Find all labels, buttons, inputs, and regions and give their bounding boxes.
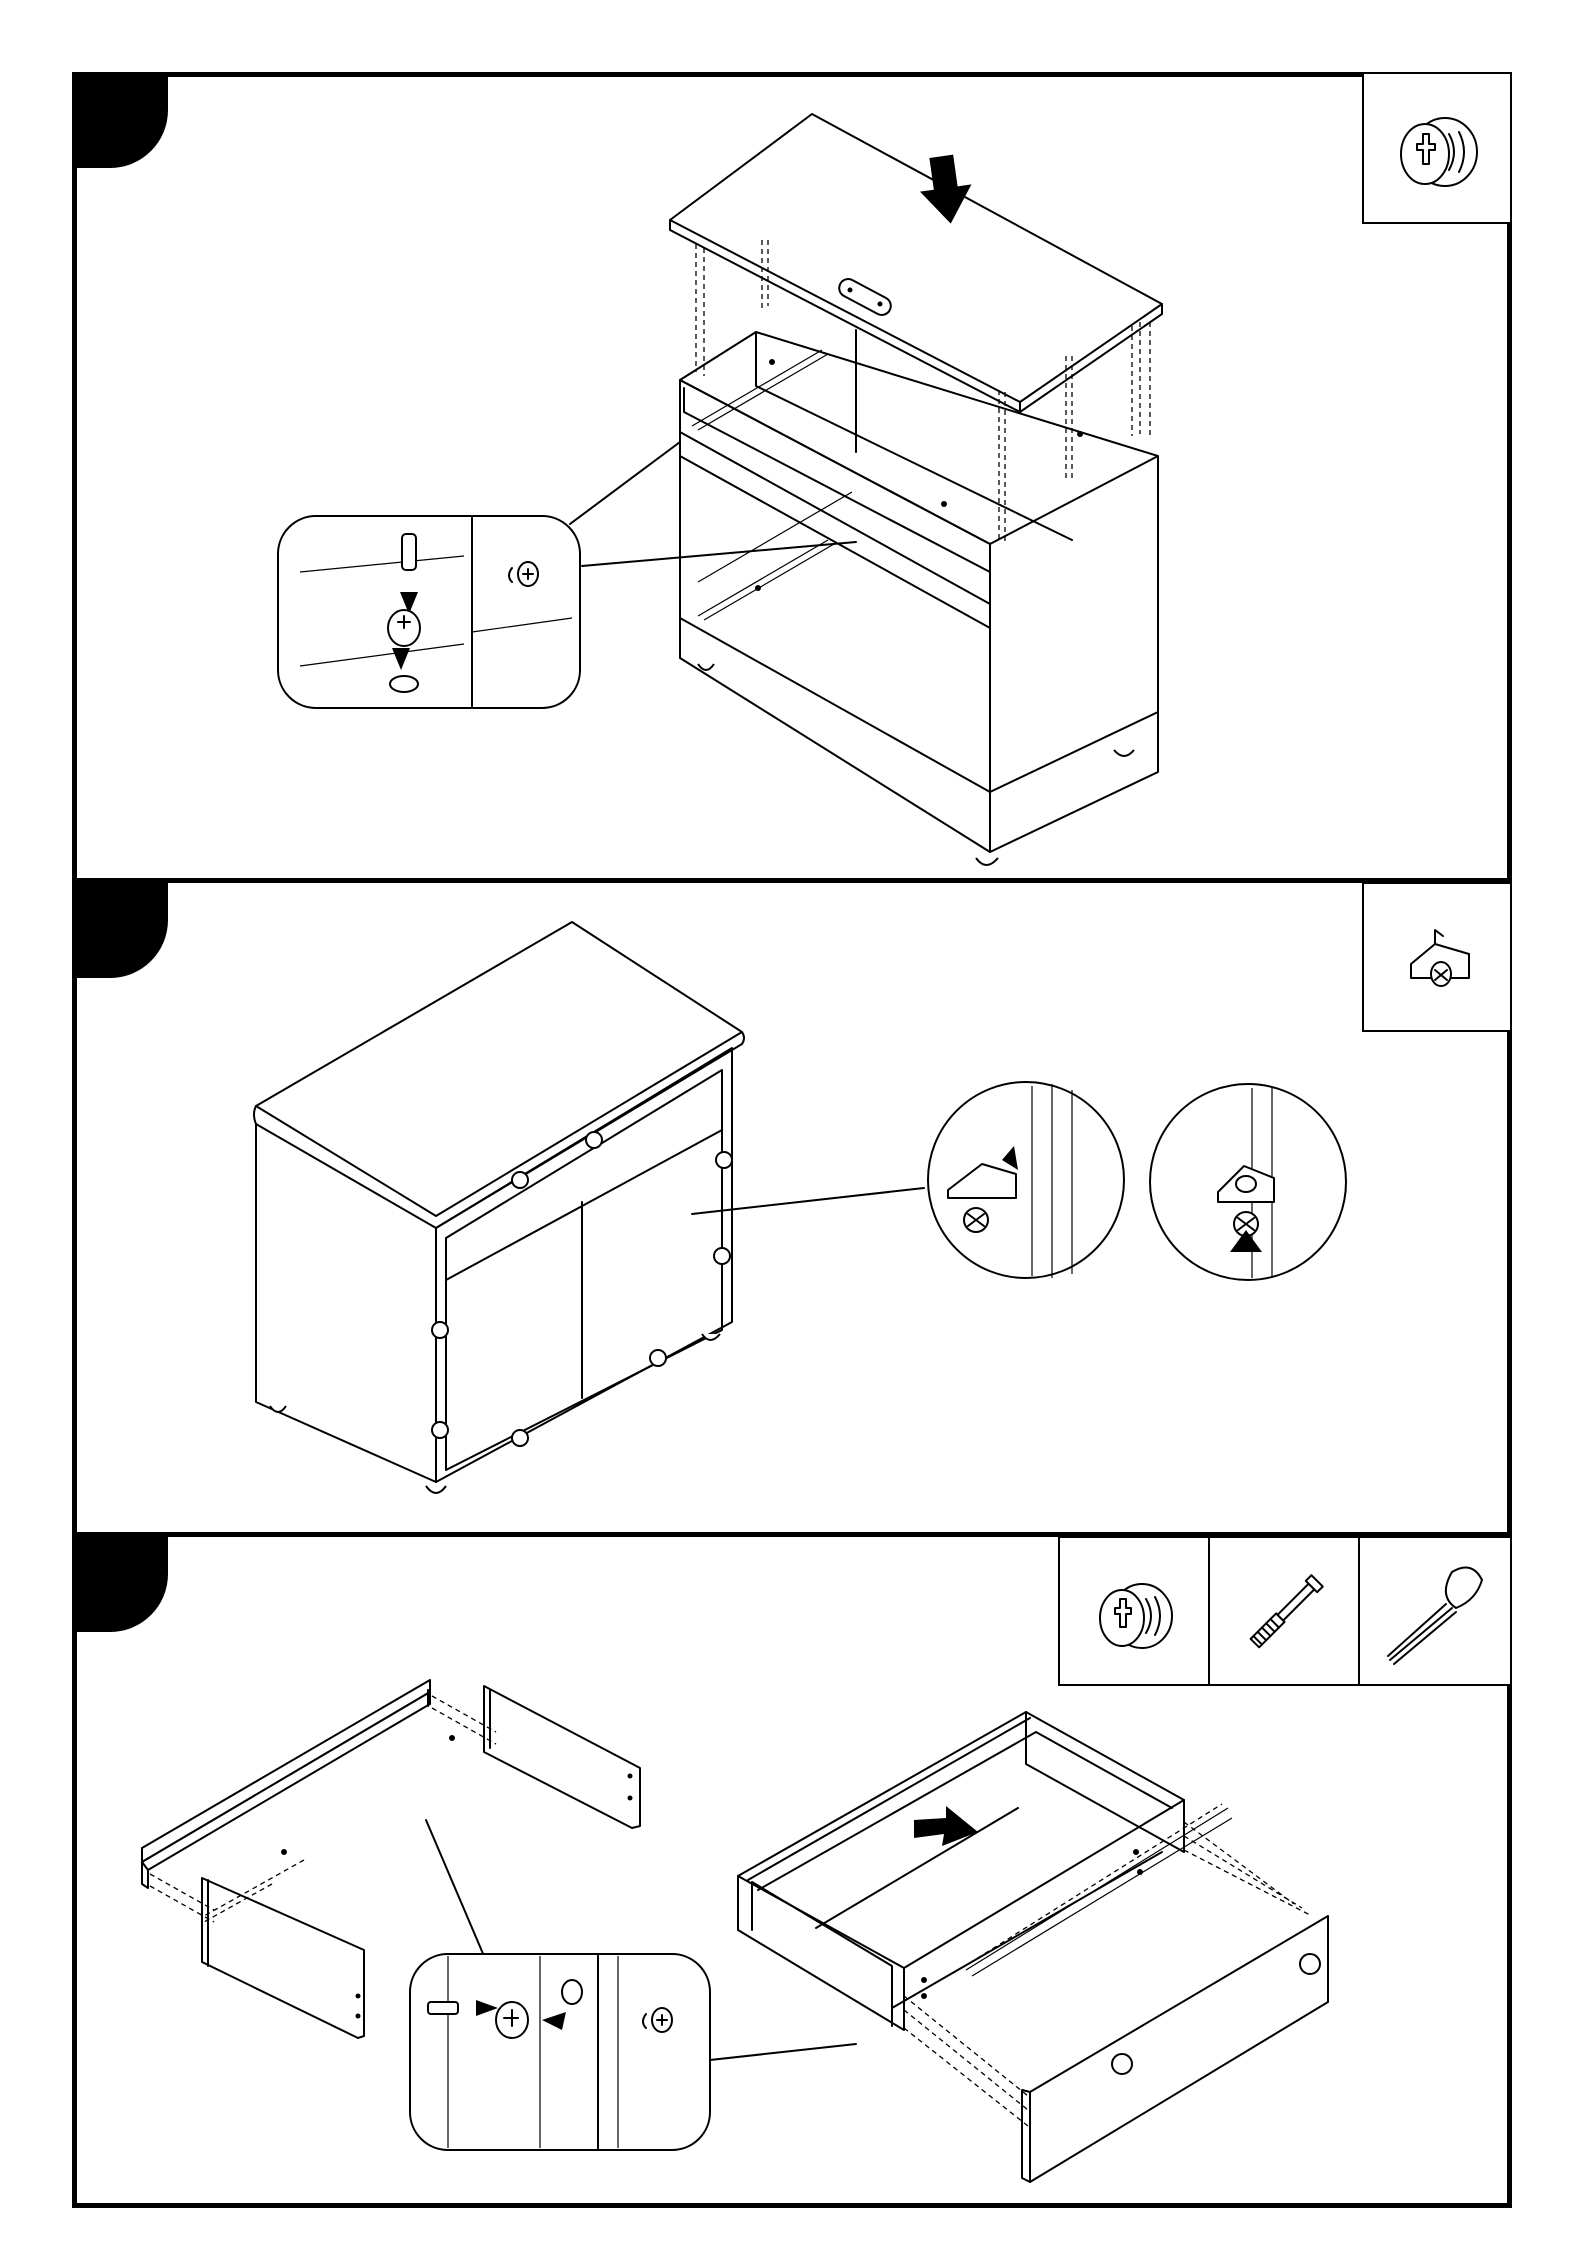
top-panel (670, 114, 1162, 412)
callout-line-c1 (426, 1820, 484, 1956)
cabinet-carcass (680, 330, 1158, 865)
cam-lock-detail-a (278, 516, 580, 708)
callout-line-b (692, 1188, 924, 1214)
assembled-cabinet (254, 922, 744, 1493)
step-b-illustration (72, 882, 1512, 1532)
step-panel-b (72, 882, 1512, 1532)
drawer-box-assembly (738, 1712, 1328, 2182)
hinge-detail-1 (928, 1082, 1124, 1278)
step-a-illustration (72, 72, 1512, 880)
callout-lines-a (570, 442, 856, 566)
callout-line-c2 (710, 2044, 856, 2060)
hinge-detail-2 (1150, 1084, 1346, 1280)
step-panel-a (72, 72, 1512, 880)
cam-lock-detail-c (410, 1954, 710, 2150)
step-panel-c (72, 1536, 1512, 2208)
step-c-illustration (72, 1536, 1512, 2208)
